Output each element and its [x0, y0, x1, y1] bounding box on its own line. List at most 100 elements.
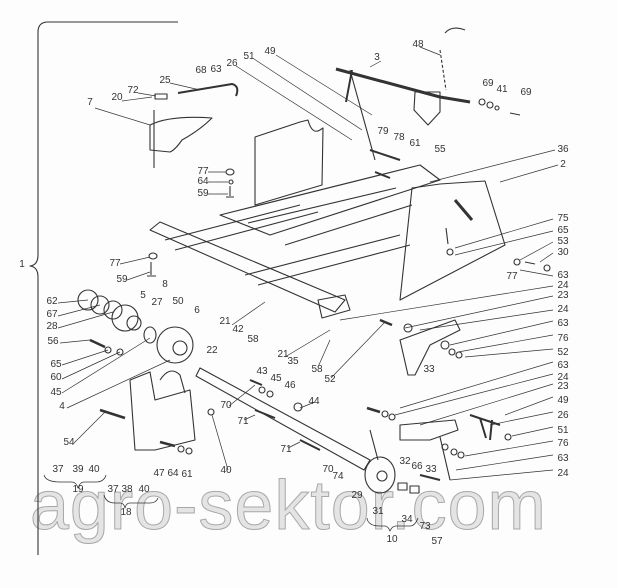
part-label: 45: [50, 387, 62, 398]
part-label: 53: [557, 236, 569, 247]
part-label: 65: [557, 225, 569, 236]
part-label: 29: [351, 490, 363, 501]
part-label: 21: [277, 349, 289, 360]
part-label: 64: [167, 468, 179, 479]
part-label: 10: [386, 534, 398, 545]
part-label: 30: [557, 247, 569, 258]
part-label: 70: [220, 400, 232, 411]
part-label: 51: [557, 425, 569, 436]
part-label: 70: [322, 464, 334, 475]
part-label: 40: [88, 464, 100, 475]
part-label: 23: [557, 290, 569, 301]
part-label: 76: [557, 333, 569, 344]
part-label: 79: [377, 126, 389, 137]
part-label: 76: [557, 438, 569, 449]
part-label: 32: [399, 456, 411, 467]
part-label: 63: [557, 318, 569, 329]
bearing-housing: [129, 371, 196, 451]
rear-panel: [254, 119, 324, 206]
group-bracket-19: [43, 474, 107, 489]
part-label: 62: [46, 296, 58, 307]
part-label: 2: [560, 159, 566, 170]
part-label: 49: [264, 46, 276, 57]
part-label: 40: [220, 465, 232, 476]
part-label: 74: [332, 471, 344, 482]
part-label: 22: [206, 345, 218, 356]
part-label: 58: [247, 334, 259, 345]
part-label: 73: [419, 521, 431, 532]
part-label: 42: [232, 324, 244, 335]
lever-arm-upper: [399, 319, 461, 376]
part-label: 50: [172, 296, 184, 307]
part-label: 26: [557, 410, 569, 421]
part-label: 48: [412, 39, 424, 50]
side-plate: [399, 180, 506, 301]
part-label: 52: [324, 374, 336, 385]
part-label: 45: [270, 373, 282, 384]
part-label: 8: [162, 279, 168, 290]
part-label: 6: [194, 305, 200, 316]
part-label: 64: [197, 176, 209, 187]
part-label: 7: [87, 97, 93, 108]
part-label: 24: [557, 304, 569, 315]
part-label: 26: [226, 58, 238, 69]
part-label: 52: [557, 347, 569, 358]
part-label: 75: [557, 213, 569, 224]
part-label: 40: [138, 484, 150, 495]
part-label: 63: [557, 270, 569, 281]
part-label: 47: [153, 468, 165, 479]
part-label: 5: [140, 290, 146, 301]
part-label: 4: [59, 401, 65, 412]
part-label: 54: [63, 437, 75, 448]
part-label: 27: [151, 297, 163, 308]
part-label: 51: [243, 51, 255, 62]
part-label: 37: [52, 464, 64, 475]
part-label: 39: [72, 464, 84, 475]
watermark: agro-sektor.com: [30, 466, 547, 544]
part-label: 69: [482, 78, 494, 89]
part-label: 33: [425, 464, 437, 475]
part-label: 63: [210, 64, 222, 75]
part-label: 28: [46, 321, 58, 332]
part-label: 23: [557, 381, 569, 392]
part-label: 41: [496, 84, 508, 95]
part-label: 24: [557, 372, 569, 383]
part-label: 77: [109, 258, 121, 269]
part-label: 63: [557, 360, 569, 371]
part-label: 33: [423, 364, 435, 375]
flange-disc: [364, 456, 396, 494]
group-bracket-18: [103, 494, 159, 509]
drive-shaft: [195, 367, 371, 471]
part-label: 63: [557, 453, 569, 464]
part-label: 61: [409, 138, 421, 149]
part-label: 57: [431, 536, 443, 547]
part-label: 67: [46, 309, 58, 320]
part-label: 24: [557, 468, 569, 479]
guard-plate: [149, 116, 213, 153]
part-label: 59: [197, 188, 209, 199]
assembly-brace: [29, 21, 178, 555]
part-label: 49: [557, 395, 569, 406]
part-label: 20: [111, 92, 123, 103]
hub-flange: [111, 304, 139, 332]
part-label: 31: [372, 506, 384, 517]
part-label: 61: [181, 469, 193, 480]
part-label: 58: [311, 364, 323, 375]
part-label: 55: [434, 144, 446, 155]
part-label: 24: [557, 280, 569, 291]
lever-arm-lower: [399, 419, 459, 441]
part-label: 60: [50, 372, 62, 383]
part-label: 69: [520, 87, 532, 98]
part-label: 35: [287, 356, 299, 367]
part-label: 65: [50, 359, 62, 370]
part-label: 44: [308, 396, 320, 407]
part-label: 19: [72, 484, 84, 495]
part-label: 77: [197, 166, 209, 177]
part-label: 43: [256, 366, 268, 377]
part-label: 38: [121, 484, 133, 495]
part-label: 18: [120, 507, 132, 518]
main-beam: [149, 221, 346, 313]
part-label: 71: [237, 416, 249, 427]
